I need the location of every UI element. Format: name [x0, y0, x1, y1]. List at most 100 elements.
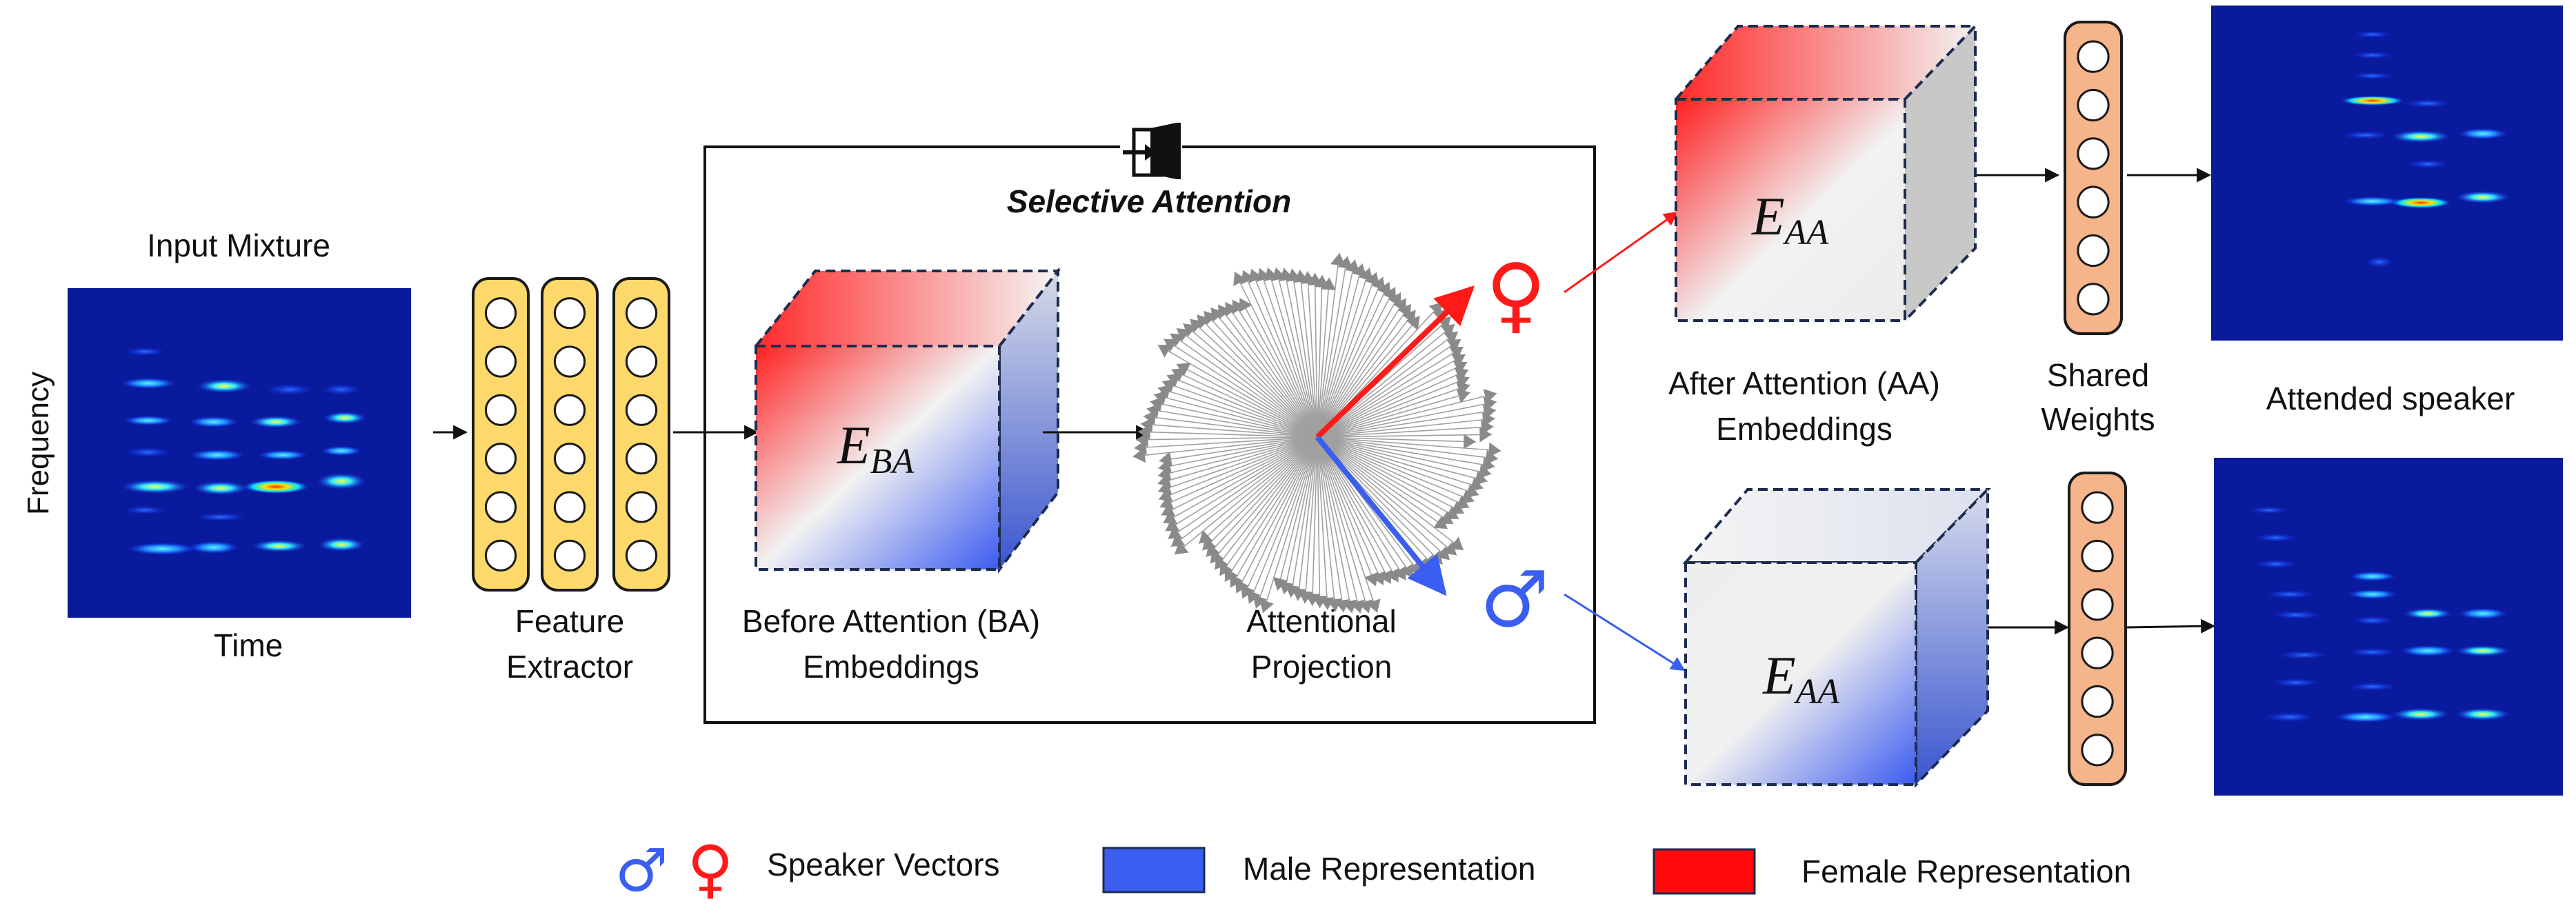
- projection-arrowhead: [1161, 503, 1176, 517]
- feature-extractor: [472, 277, 670, 592]
- projection-arrowhead: [1364, 572, 1379, 586]
- door-enter-icon: [1120, 123, 1182, 179]
- spectral-band: [252, 540, 307, 552]
- spectral-band: [2272, 611, 2322, 619]
- legend-speaker-vectors: Speaker Vectors: [767, 847, 1000, 882]
- projection-ray: [1317, 436, 1444, 565]
- projection-ray: [1317, 361, 1468, 438]
- after-attention-label-1: After Attention (AA): [1668, 365, 1940, 401]
- projection-ray: [1210, 436, 1318, 564]
- spectral-band: [323, 412, 367, 424]
- embedding-aa-bottom-symbol: EAA: [1762, 645, 1839, 711]
- projection-ray: [1259, 267, 1318, 438]
- projection-arrowhead: [1371, 571, 1386, 585]
- projection-ray: [1136, 436, 1318, 441]
- attentional-projection: [1132, 252, 1501, 614]
- projection-arrowhead: [1163, 510, 1178, 524]
- spectral-band: [2348, 683, 2397, 691]
- projection-ray: [1317, 436, 1454, 525]
- shared-weights-label-2: Weights: [2041, 401, 2155, 437]
- projection-ray: [1317, 436, 1488, 482]
- spectral-band: [2352, 616, 2393, 625]
- projection-ray: [1283, 267, 1318, 438]
- neuron: [484, 345, 517, 378]
- shared-weights-top: [2064, 21, 2123, 335]
- spectral-band: [128, 543, 197, 555]
- projection-ray: [1317, 272, 1377, 438]
- spectral-band: [121, 378, 176, 389]
- projection-ray: [1317, 392, 1497, 438]
- neuron: [2081, 491, 2114, 524]
- projection-ray: [1158, 436, 1318, 469]
- arrow-female-to-aa: [1564, 211, 1679, 294]
- projection-ray: [1239, 297, 1318, 438]
- spectral-band: [2352, 72, 2393, 79]
- projection-ray: [1317, 436, 1399, 583]
- feature-extractor-label-2: Extractor: [506, 649, 633, 685]
- projection-ray: [1267, 267, 1318, 438]
- spectral-band: [2458, 128, 2508, 139]
- male-speaker-vector: [1315, 435, 1447, 596]
- spectral-band: [190, 450, 245, 461]
- projection-ray: [1317, 401, 1497, 438]
- after-attention-cube-female: [1673, 23, 1979, 324]
- projection-ray: [1317, 331, 1459, 438]
- projection-arrowhead: [1272, 576, 1288, 591]
- legend-female-swatch: [1653, 848, 1756, 895]
- neuron: [553, 394, 586, 426]
- projection-ray: [1277, 436, 1318, 591]
- spectral-band: [189, 416, 239, 427]
- projection-ray: [1203, 310, 1318, 438]
- projection-ray: [1317, 263, 1364, 438]
- attentional-projection-label-2: Projection: [1251, 649, 1392, 685]
- neuron: [2077, 234, 2110, 267]
- spectral-band: [2455, 708, 2510, 720]
- projection-ray: [1224, 436, 1318, 583]
- projection-ray: [1161, 381, 1318, 438]
- arrow-weights-to-output-bottom: [2126, 618, 2216, 634]
- projection-ray: [1317, 339, 1461, 438]
- projection-ray: [1317, 436, 1450, 561]
- projection-arrowhead: [1456, 381, 1470, 396]
- projection-arrowhead: [1451, 354, 1466, 367]
- projection-ray: [1317, 267, 1370, 438]
- spectral-band: [2273, 678, 2320, 687]
- projection-ray: [1317, 436, 1470, 508]
- projection-ray: [1255, 436, 1318, 609]
- projection-ray: [1317, 354, 1466, 438]
- projection-ray: [1317, 436, 1475, 503]
- projection-ray: [1157, 436, 1318, 492]
- projection-ray: [1317, 376, 1470, 438]
- projection-ray: [1241, 436, 1318, 599]
- spectral-band: [189, 541, 239, 554]
- spectral-band: [2348, 589, 2397, 599]
- projection-ray: [1157, 344, 1318, 438]
- projection-ray: [1290, 436, 1318, 598]
- projection-ray: [1317, 436, 1499, 460]
- projection-ray: [1317, 310, 1417, 438]
- neuron: [625, 491, 658, 523]
- neuron: [625, 345, 658, 378]
- spectral-band: [2279, 651, 2328, 659]
- neuron: [2077, 185, 2110, 219]
- projection-ray: [1166, 374, 1318, 438]
- feature-layer-3: [612, 277, 670, 592]
- projection-ray: [1317, 425, 1494, 438]
- legend-male-swatch: [1102, 847, 1206, 893]
- projection-ray: [1317, 436, 1484, 489]
- spectral-band: [2349, 572, 2396, 581]
- projection-arrowhead: [1199, 529, 1213, 544]
- projection-ray: [1201, 436, 1318, 551]
- projection-arrowhead: [1479, 427, 1492, 443]
- neuron: [2077, 88, 2110, 122]
- before-attention-label-2: Embeddings: [803, 649, 979, 685]
- projection-ray: [1291, 268, 1318, 438]
- projection-ray: [1206, 436, 1318, 558]
- spectral-band: [317, 473, 366, 489]
- attended-speaker-label: Attended speaker: [2266, 381, 2515, 416]
- projection-arrowhead: [1392, 565, 1406, 580]
- spectral-band: [2404, 99, 2451, 108]
- spectral-band: [322, 384, 361, 395]
- projection-ray: [1174, 436, 1318, 555]
